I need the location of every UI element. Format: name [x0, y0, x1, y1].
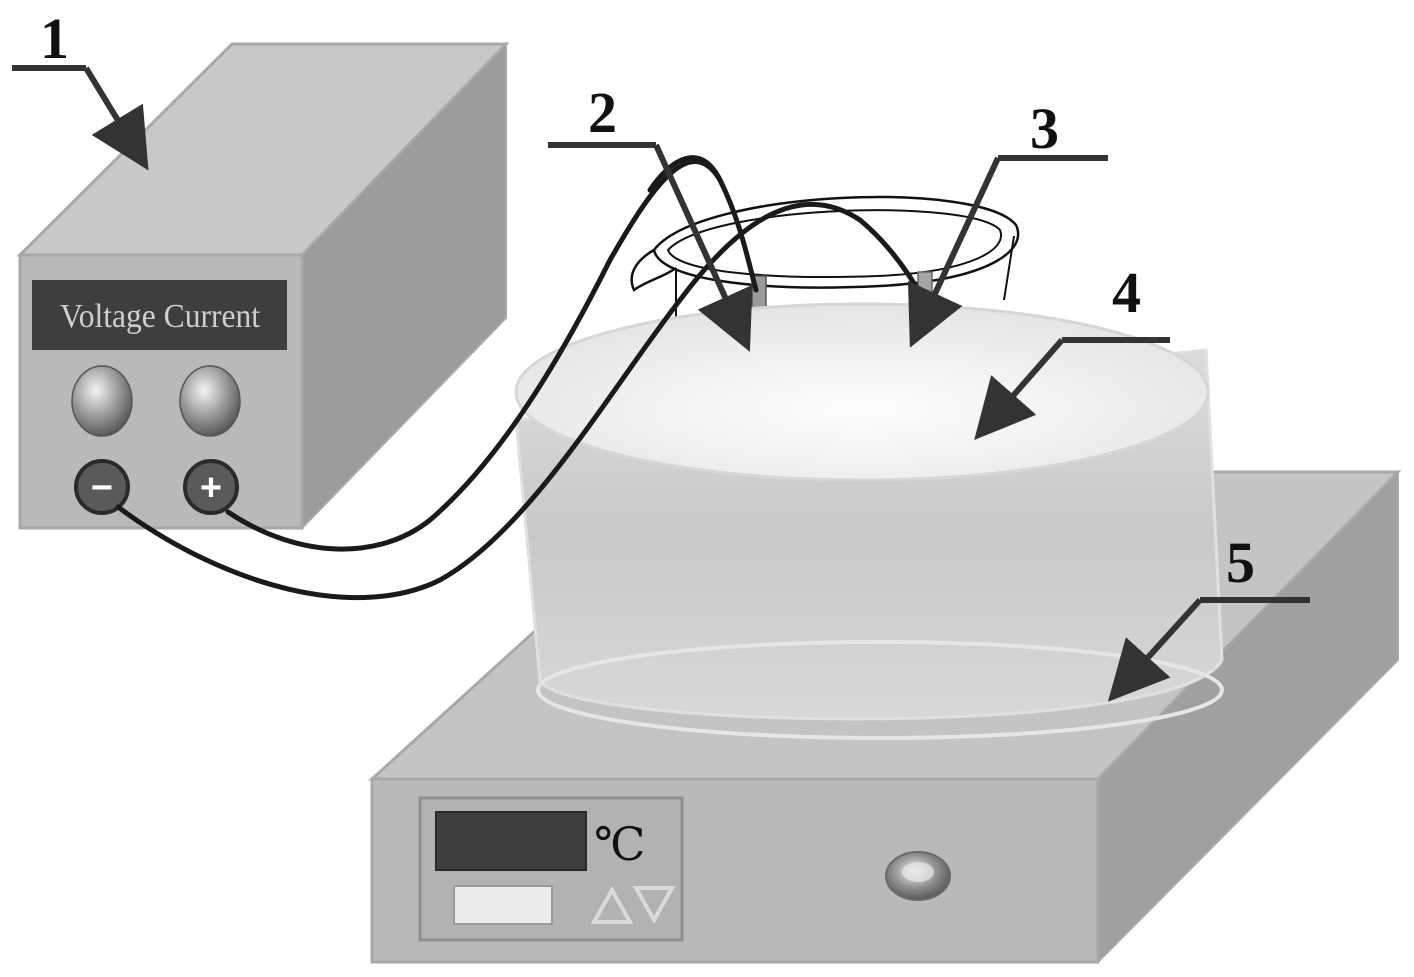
- knob-icon[interactable]: [180, 366, 240, 436]
- power-button-highlight: [902, 862, 934, 882]
- set-button[interactable]: [454, 886, 552, 924]
- knob-icon[interactable]: [72, 366, 132, 436]
- beaker-wall-right: [1004, 236, 1014, 300]
- beaker-spout: [632, 250, 676, 290]
- temperature-unit: ℃: [594, 819, 645, 870]
- label-3-arrow: [920, 158, 998, 326]
- beaker-rim-inner: [668, 210, 1001, 277]
- minus-sign: −: [91, 467, 113, 509]
- display-label: Voltage Current: [60, 298, 261, 335]
- label-4: 4: [1112, 260, 1141, 325]
- label-5: 5: [1226, 530, 1255, 595]
- label-3: 3: [1030, 96, 1059, 161]
- plus-sign: +: [200, 467, 222, 509]
- label-1-arrow: [86, 68, 136, 150]
- water-bath: [516, 304, 1222, 738]
- label-2: 2: [588, 80, 617, 145]
- temperature-display: [436, 812, 586, 870]
- power-supply: Voltage Current − +: [20, 44, 506, 528]
- label-1: 1: [40, 6, 69, 71]
- water-bath-top: [516, 304, 1208, 480]
